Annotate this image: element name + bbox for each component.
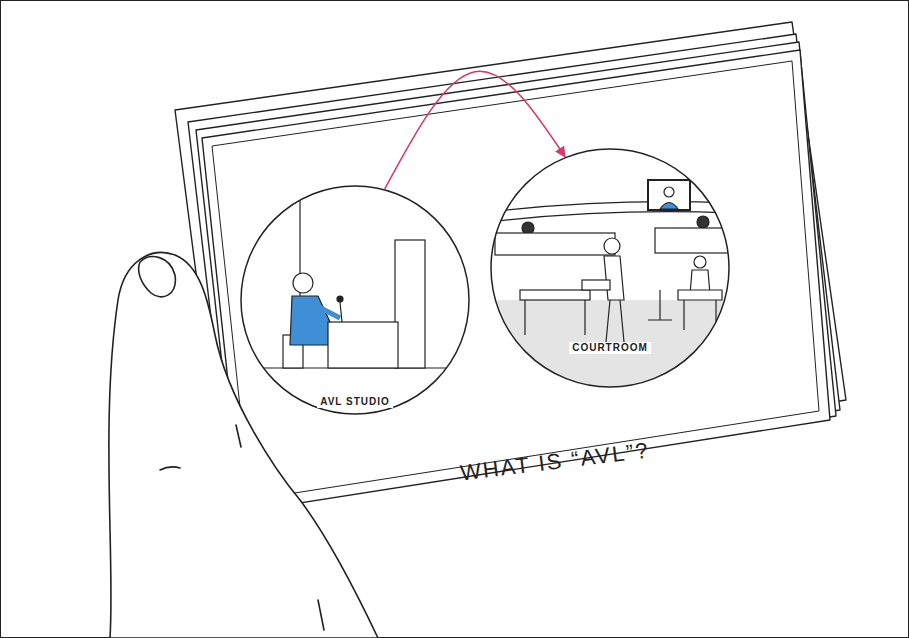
- standing-person-legs: [606, 300, 624, 342]
- person-head: [293, 273, 313, 293]
- lectern: [582, 280, 610, 290]
- palm-crease: [318, 600, 324, 630]
- person-arm: [315, 305, 340, 318]
- microphone-stand: [340, 302, 342, 322]
- desk: [328, 322, 398, 368]
- standing-person-body: [604, 256, 624, 300]
- scene-ground: [241, 186, 469, 414]
- thumb-nail: [139, 257, 176, 297]
- circle-outline: [241, 186, 469, 414]
- standing-person-head: [604, 238, 620, 254]
- scene-circle: AVL STUDIO: [240, 185, 470, 415]
- judge-bench: [495, 233, 615, 255]
- judge-head: [522, 222, 534, 234]
- person-torso: [290, 296, 330, 345]
- table-legs: [525, 300, 585, 335]
- ceiling-line: [488, 212, 733, 222]
- knuckle-crease: [160, 467, 180, 470]
- front-card: [202, 50, 830, 512]
- chair-base: [648, 290, 672, 320]
- flow-arrow: [385, 71, 565, 189]
- video-screen: [648, 180, 690, 210]
- microphone: [337, 296, 343, 302]
- counsel-table: [520, 290, 590, 300]
- scene-circle: COURTROOM: [490, 148, 730, 388]
- screen-person-head: [664, 187, 674, 197]
- circle-label: COURTROOM: [569, 342, 651, 354]
- card-inner-border: [212, 61, 819, 500]
- card-stack: [175, 22, 846, 512]
- label-holder: COURTROOM: [569, 342, 651, 354]
- label-holder: AVL STUDIO: [317, 396, 393, 408]
- knuckle-crease: [236, 425, 241, 447]
- screen-person-body: [660, 203, 678, 210]
- courtroom-scene: [488, 149, 733, 400]
- hand: [109, 253, 378, 638]
- clerk-head: [697, 216, 709, 228]
- seated-person-head: [694, 256, 706, 268]
- side-bench: [655, 228, 733, 253]
- ceiling-line: [488, 202, 733, 212]
- thumb-outline: [109, 253, 378, 638]
- partition: [395, 240, 425, 368]
- circle-outline: [491, 149, 729, 387]
- circle-outline-layer: [240, 185, 470, 415]
- studio-scene: [235, 180, 475, 414]
- circle-label: AVL STUDIO: [317, 396, 393, 408]
